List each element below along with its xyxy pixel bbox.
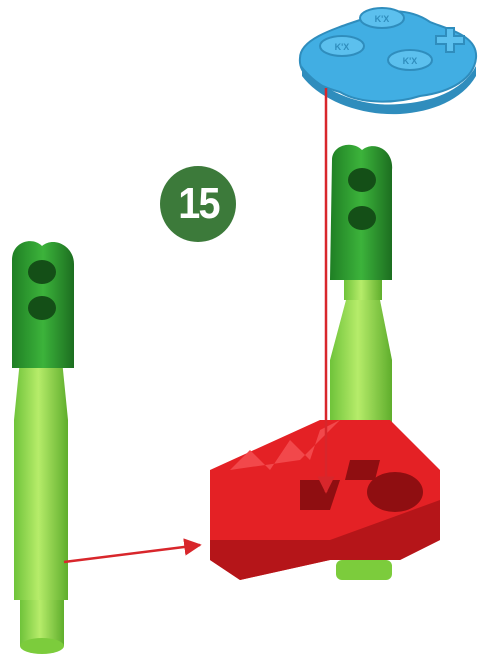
green-rod-left [12,241,74,654]
plate-emboss-1: K'X [375,14,390,24]
step-number-badge: 15 [160,166,236,242]
plate-emboss-2: K'X [335,42,350,52]
assembly-arrow-right [64,545,200,562]
step-number: 15 [178,179,218,229]
connector-cap-left [12,241,74,368]
connector-cap-right [330,145,392,280]
plate-emboss-3: K'X [403,56,418,66]
